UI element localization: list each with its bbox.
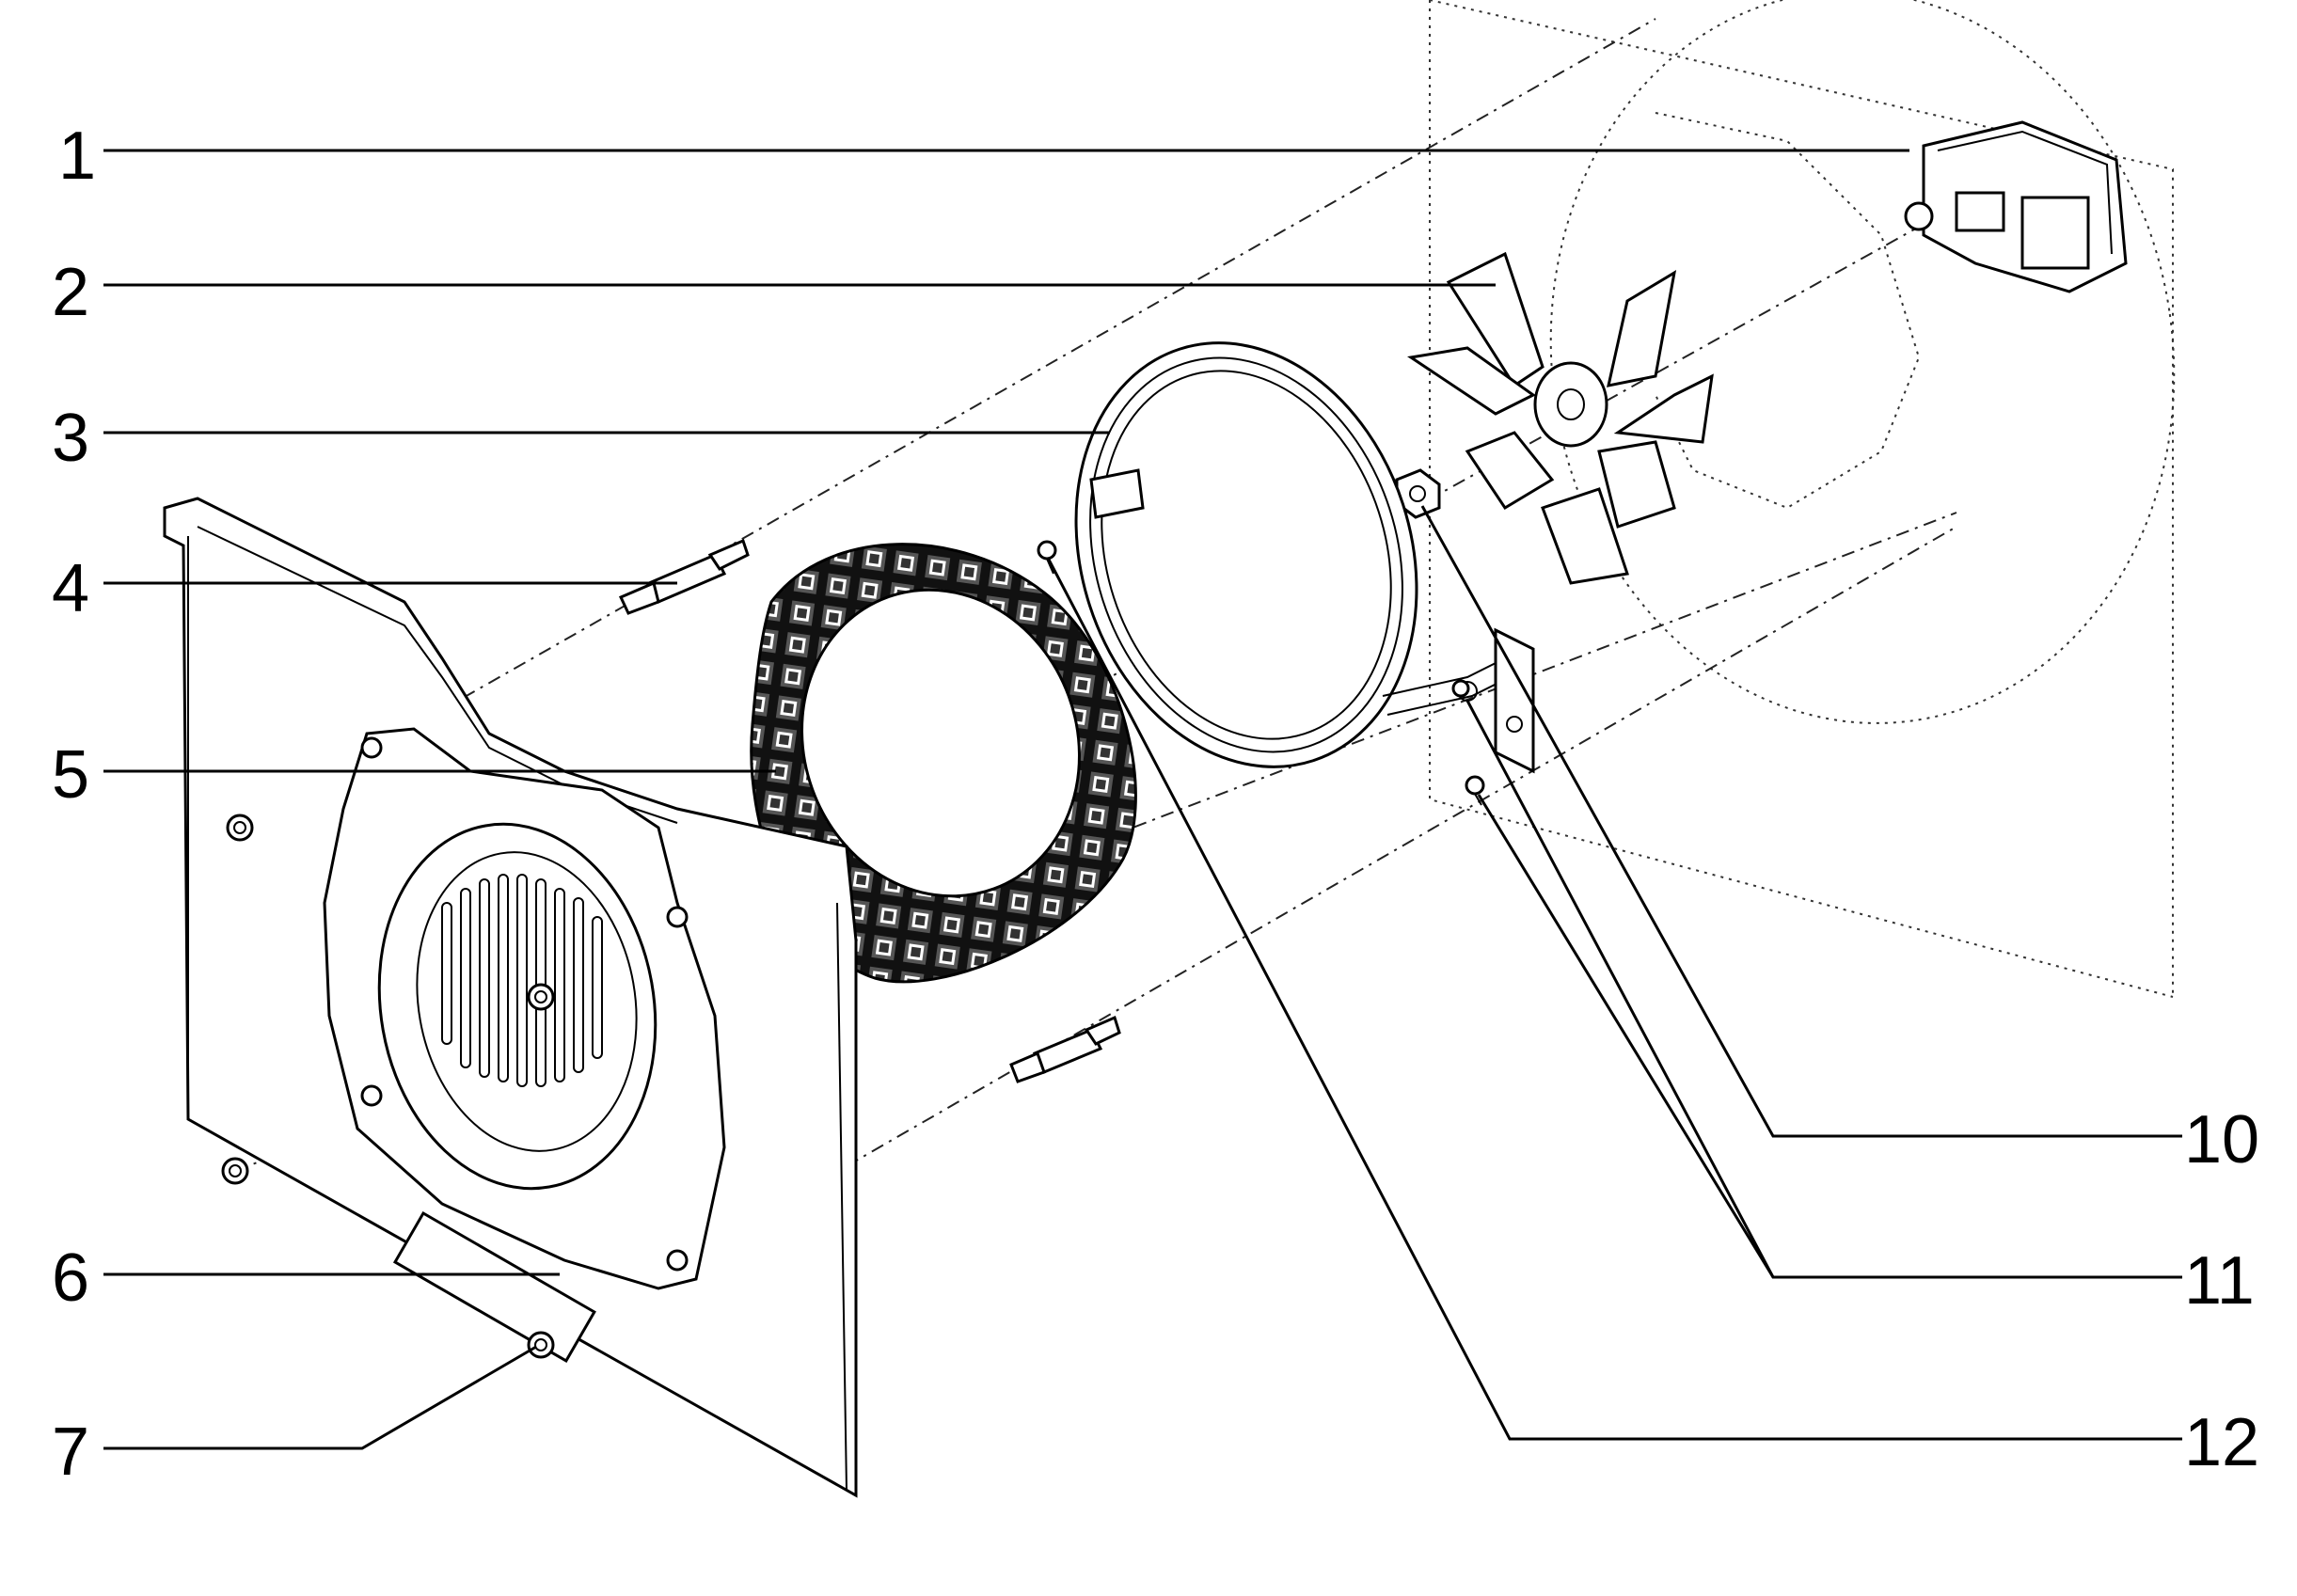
back-panel: [1429, 0, 2176, 998]
callout-11: 11: [2184, 1243, 2255, 1319]
callout-12: 12: [2184, 1405, 2259, 1480]
panel-nuts: [221, 814, 555, 1359]
standoff-lower: [1009, 1015, 1121, 1083]
standoff-upper: [618, 538, 750, 615]
callout-6: 6: [52, 1240, 89, 1316]
heating-element: [1074, 341, 1535, 774]
motor: [1904, 120, 2128, 293]
callout-3: 3: [52, 401, 89, 476]
fan-cover-grille: [441, 874, 603, 1087]
fan-cover-panel: [163, 497, 858, 1498]
fan-blade: [1407, 251, 1714, 585]
leader-lines: [103, 149, 2182, 1450]
callout-7: 7: [52, 1414, 89, 1490]
callout-1: 1: [58, 119, 96, 194]
callout-10: 10: [2184, 1102, 2259, 1177]
screws: [1037, 540, 1485, 806]
callout-2: 2: [52, 255, 89, 330]
callout-4: 4: [52, 551, 89, 626]
callout-5: 5: [52, 737, 89, 813]
